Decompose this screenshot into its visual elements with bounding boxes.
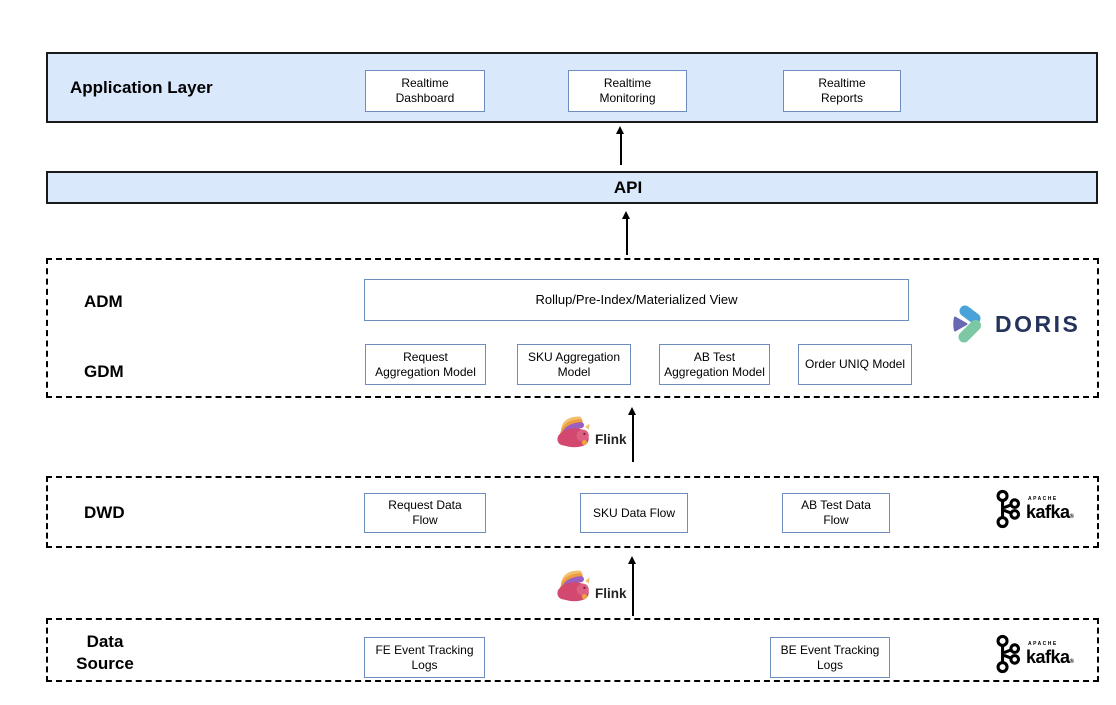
node-label: BE Event Tracking Logs: [780, 642, 880, 672]
flink-wordmark: Flink: [595, 586, 627, 601]
node-label: Request Data Flow: [388, 498, 462, 527]
kafka-wordmark: kafka®: [1026, 502, 1074, 522]
node-realtime-monitoring: Realtime Monitoring: [568, 70, 687, 112]
data-source-label: Data Source: [76, 632, 134, 674]
node-label: SKU Data Flow: [592, 505, 676, 520]
node-ab-test-data-flow: AB Test Data Flow: [782, 493, 890, 533]
node-realtime-dashboard: Realtime Dashboard: [365, 70, 485, 112]
kafka-logo-data-source: APACHE kafka®: [994, 634, 1074, 674]
doris-wordmark: DORIS: [995, 310, 1081, 337]
node-label: Realtime Dashboard: [395, 76, 455, 105]
api-label: API: [613, 177, 643, 197]
node-label: Realtime Monitoring: [599, 76, 656, 105]
node-label: SKU Aggregation Model: [527, 349, 621, 379]
kafka-logo-dwd: APACHE kafka®: [994, 489, 1074, 529]
flink-squirrel-icon: [557, 416, 590, 448]
doris-logo: DORIS: [951, 305, 1080, 343]
flow-arrow-adm-to-api: [623, 211, 630, 255]
node-request-aggregation-model: Request Aggregation Model: [365, 344, 486, 385]
kafka-wordmark-group: APACHE kafka®: [1026, 496, 1074, 522]
dwd-container: [46, 476, 1099, 548]
node-ab-test-aggregation-model: AB Test Aggregation Model: [659, 344, 770, 385]
kafka-apache-label: APACHE: [1028, 641, 1058, 647]
node-label: FE Event Tracking Logs: [375, 642, 474, 672]
node-label: AB Test Data Flow: [801, 498, 871, 527]
flink-logo-lower: Flink: [554, 569, 627, 605]
node-label: AB Test Aggregation Model: [664, 349, 765, 379]
flow-arrow-dwd-to-adm: [629, 407, 636, 462]
kafka-icon: [996, 489, 1021, 529]
node-sku-data-flow: SKU Data Flow: [580, 493, 688, 533]
kafka-apache-label: APACHE: [1028, 496, 1058, 502]
api-band: API: [46, 171, 1098, 204]
flink-wordmark: Flink: [595, 432, 627, 447]
node-request-data-flow: Request Data Flow: [364, 493, 486, 533]
kafka-icon: [996, 634, 1021, 674]
kafka-wordmark: kafka®: [1026, 647, 1074, 667]
dwd-label: DWD: [84, 503, 125, 522]
adm-label: ADM: [84, 292, 123, 311]
node-be-event-tracking-logs: BE Event Tracking Logs: [770, 637, 890, 678]
flink-squirrel-icon: [557, 570, 590, 602]
application-layer-label: Application Layer: [70, 77, 213, 97]
flink-logo-upper: Flink: [554, 415, 627, 451]
node-label: Rollup/Pre-Index/Materialized View: [535, 291, 738, 307]
flow-arrow-api-to-application: [617, 126, 624, 165]
node-label: Request Aggregation Model: [375, 349, 476, 379]
kafka-wordmark-group: APACHE kafka®: [1026, 641, 1074, 667]
node-rollup-preindex-materialized-view: Rollup/Pre-Index/Materialized View: [364, 279, 909, 321]
node-label: Realtime Reports: [818, 76, 866, 105]
data-source-container: [46, 618, 1099, 682]
node-realtime-reports: Realtime Reports: [783, 70, 901, 112]
gdm-label: GDM: [84, 362, 124, 381]
doris-icon: [953, 305, 981, 343]
flow-arrow-datasource-to-dwd: [629, 556, 636, 616]
node-label: Order UNIQ Model: [804, 357, 906, 371]
node-fe-event-tracking-logs: FE Event Tracking Logs: [364, 637, 485, 678]
adm-gdm-container: [46, 258, 1099, 398]
node-order-uniq-model: Order UNIQ Model: [798, 344, 912, 385]
node-sku-aggregation-model: SKU Aggregation Model: [517, 344, 631, 385]
